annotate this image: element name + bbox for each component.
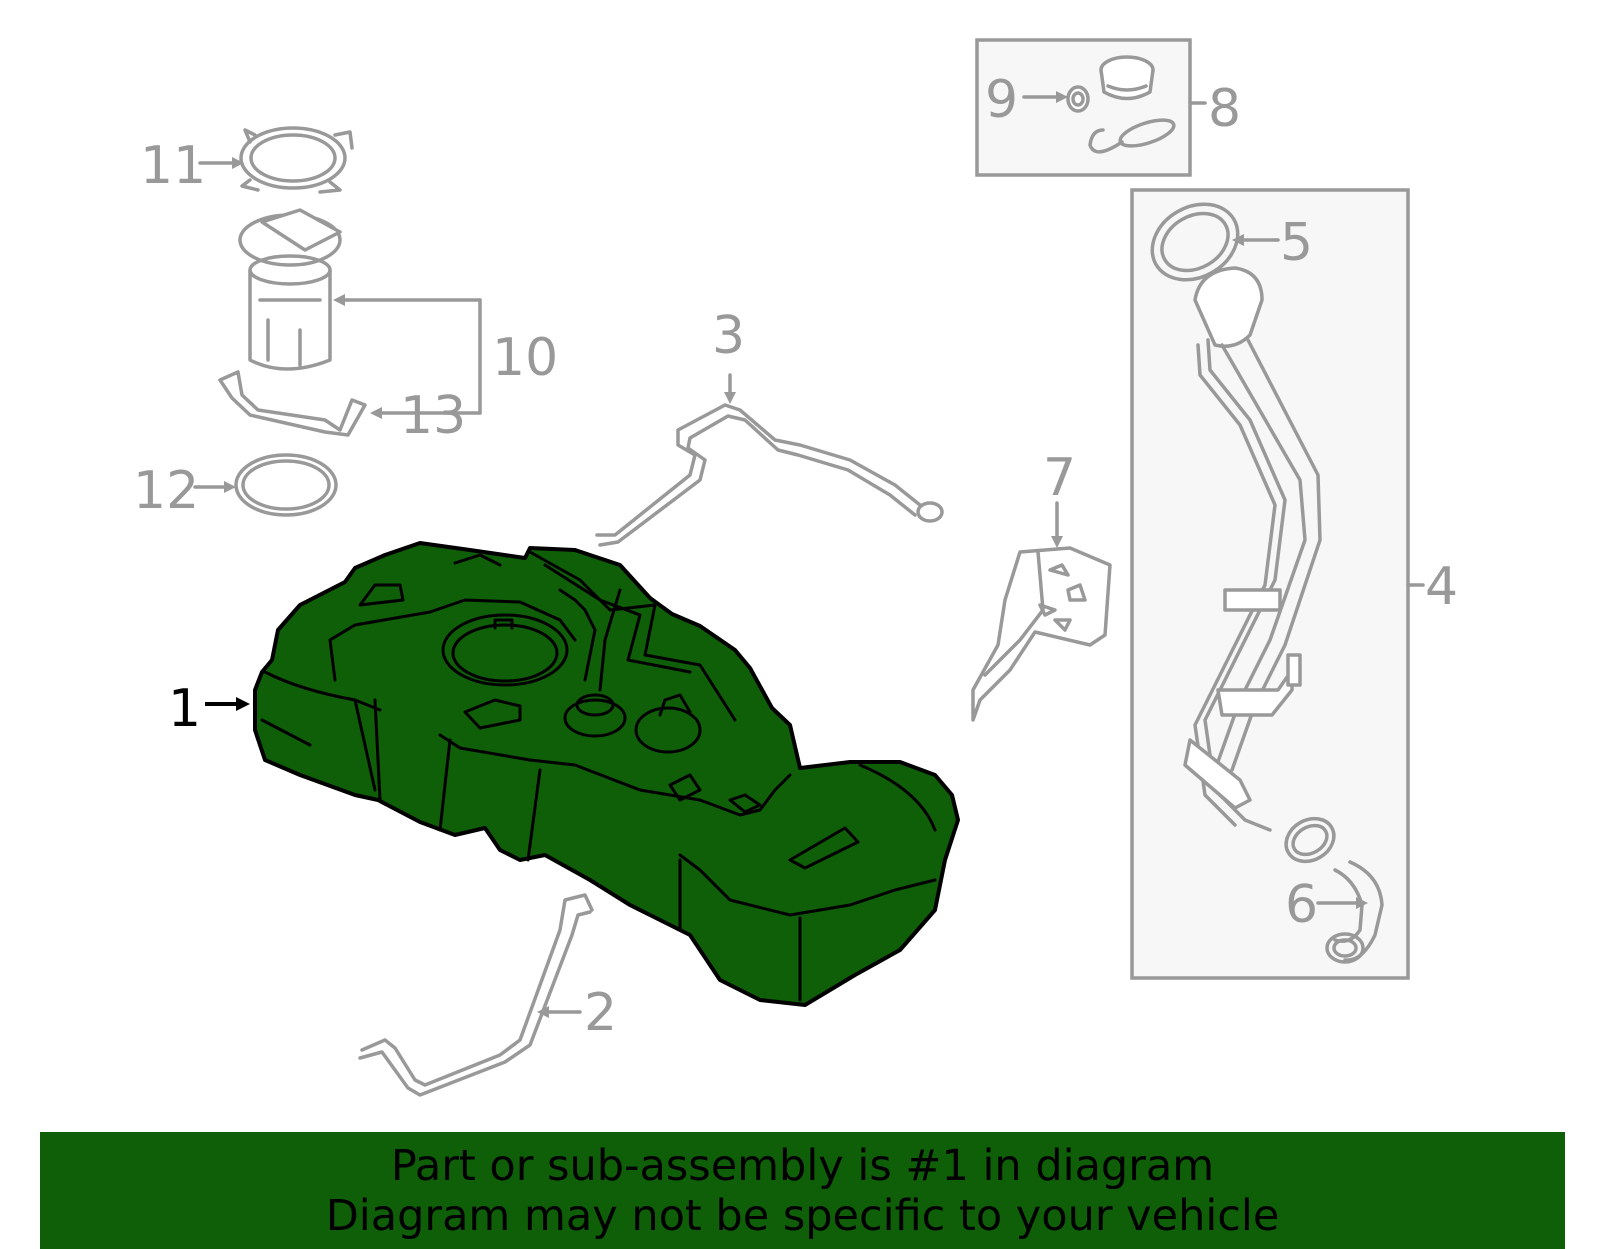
- callout-7: 7: [1043, 448, 1076, 508]
- part-10-fuel-pump-module[interactable]: [238, 208, 482, 415]
- part-1-fuel-tank[interactable]: [205, 541, 960, 1007]
- callout-1: 1: [168, 679, 201, 739]
- callout-4: 4: [1425, 557, 1458, 617]
- notice-banner: Part or sub-assembly is #1 in diagram Di…: [40, 1132, 1565, 1249]
- callout-5: 5: [1280, 213, 1313, 273]
- callout-11: 11: [140, 136, 206, 196]
- callout-10: 10: [492, 328, 558, 388]
- banner-line-2: Diagram may not be specific to your vehi…: [325, 1190, 1280, 1241]
- callout-2: 2: [584, 983, 617, 1043]
- part-3-vent-tube[interactable]: [595, 373, 944, 547]
- banner-line-1: Part or sub-assembly is #1 in diagram: [390, 1140, 1215, 1191]
- callout-6: 6: [1285, 875, 1318, 935]
- callout-13: 13: [400, 386, 466, 446]
- callout-3: 3: [712, 306, 745, 366]
- callout-12: 12: [133, 461, 199, 521]
- part-7-heat-shield[interactable]: [971, 501, 1112, 722]
- callout-9: 9: [985, 70, 1018, 130]
- part-8-fuel-cap-group[interactable]: [975, 38, 1207, 177]
- part-13-fuel-level-sender[interactable]: [218, 370, 482, 437]
- part-12-gasket[interactable]: [193, 453, 338, 517]
- part-4-filler-tube-group[interactable]: [1130, 188, 1425, 980]
- callout-8: 8: [1208, 79, 1241, 139]
- part-11-lock-ring[interactable]: [198, 126, 354, 194]
- part-2-tank-strap[interactable]: [358, 893, 594, 1097]
